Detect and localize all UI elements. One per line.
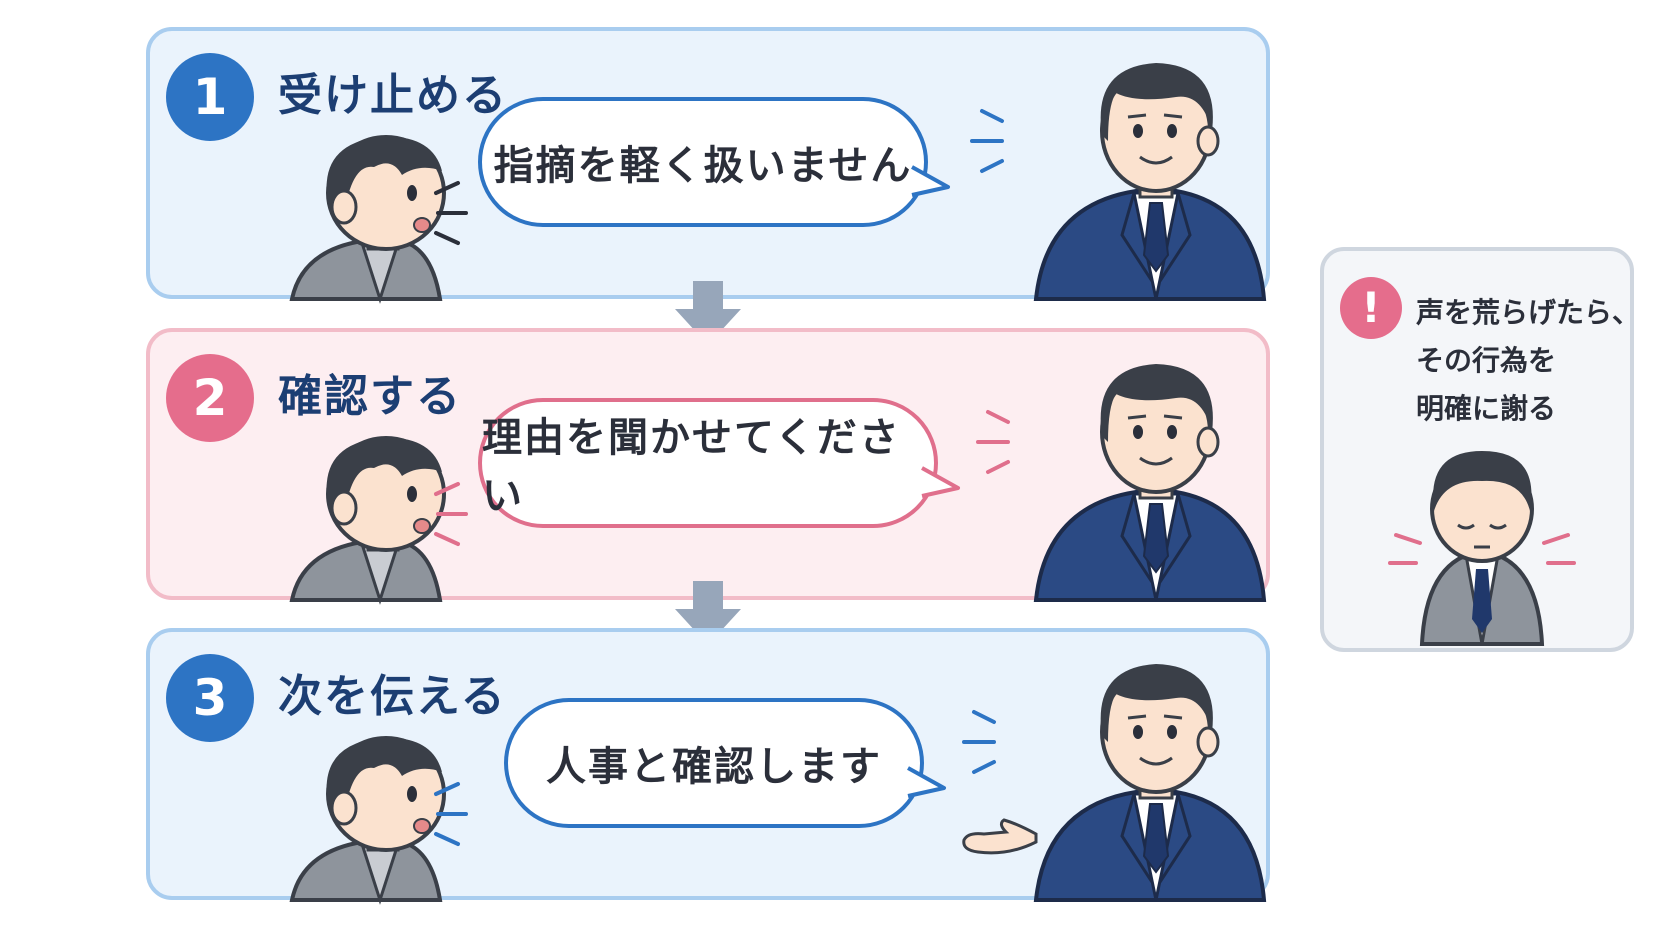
speech-text: 人事と確認します xyxy=(546,744,882,790)
tip-text-line: 明確に謝る xyxy=(1416,392,1557,425)
speech-lines-icon xyxy=(434,782,468,846)
speaker-thinking-person-icon xyxy=(1034,362,1266,602)
tip-text-line: その行為を xyxy=(1416,344,1557,377)
bubble-tail xyxy=(907,766,946,798)
step-card-2: 2 確認する 理由を聞かせてください xyxy=(146,328,1270,602)
tip-text-line: 声を荒らげたら、 xyxy=(1416,296,1641,329)
step-title: 確認する xyxy=(278,371,462,422)
step-title: 受け止める xyxy=(278,70,508,121)
speaker-gesturing-person-icon xyxy=(1034,662,1266,902)
speech-lines-icon xyxy=(434,181,468,245)
speech-bubble: 人事と確認します xyxy=(504,698,946,828)
tip-card: ! 声を荒らげたら、 その行為を 明確に謝る xyxy=(1320,247,1640,652)
speech-bubble: 理由を聞かせてください xyxy=(478,398,960,528)
speech-lines-icon xyxy=(962,710,996,774)
listener-person-icon xyxy=(290,134,446,301)
step-number-badge: 1 xyxy=(166,53,254,141)
open-hand-icon xyxy=(962,818,1038,855)
speech-lines-icon xyxy=(970,109,1004,173)
speaker-person-icon xyxy=(1034,61,1266,301)
listener-person-icon xyxy=(290,435,446,602)
speech-lines-icon xyxy=(434,482,468,546)
step-title: 次を伝える xyxy=(278,671,507,722)
speech-lines-icon xyxy=(976,410,1010,474)
bowing-person-icon xyxy=(1388,451,1576,646)
listener-person-icon xyxy=(290,735,446,902)
speech-text: 理由を聞かせてください xyxy=(482,415,901,519)
bubble-tail xyxy=(911,165,950,197)
exclamation-icon: ! xyxy=(1340,277,1402,339)
step-number-badge: 3 xyxy=(166,654,254,742)
arrow-down-icon xyxy=(675,581,741,645)
speech-text: 指摘を軽く扱いません xyxy=(493,143,913,189)
step-card-1: 1 受け止める 指摘を軽く扱いません xyxy=(146,27,1270,301)
speech-bubble: 指摘を軽く扱いません xyxy=(478,97,950,227)
step-number-badge: 2 xyxy=(166,354,254,442)
bubble-tail xyxy=(921,466,960,498)
arrow-down-icon xyxy=(675,281,741,345)
step-card-3: 3 次を伝える 人事と確認します xyxy=(146,628,1270,902)
